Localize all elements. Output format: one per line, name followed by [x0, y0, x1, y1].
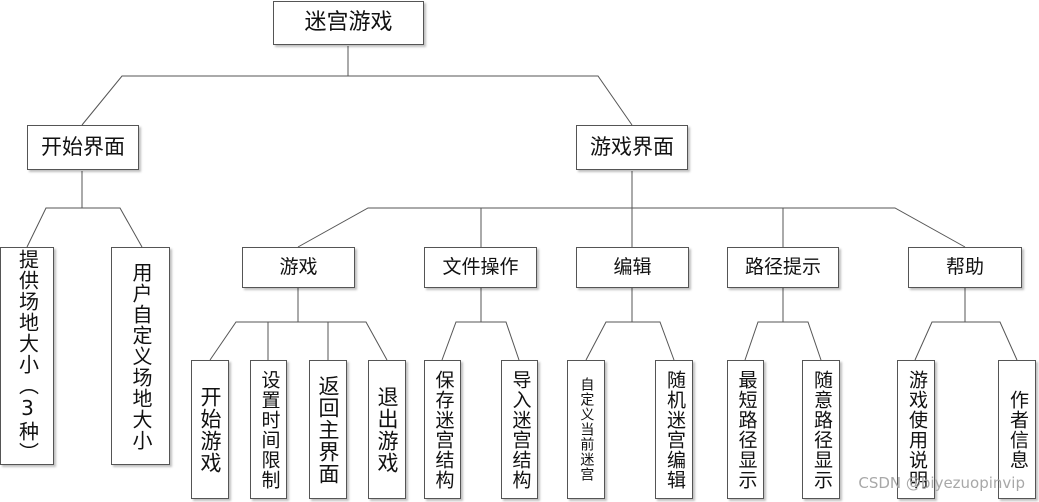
- file-item-save-maze: 保存迷宫结构: [424, 360, 461, 499]
- group-edit-node: 编辑: [576, 247, 689, 288]
- game-screen-node: 游戏界面: [576, 125, 688, 170]
- edit-item-custom-maze: 自定义当前迷宫: [567, 360, 605, 499]
- start-item-custom-size: 用户自定义场地大小: [111, 247, 170, 465]
- start-screen-node: 开始界面: [27, 125, 139, 170]
- edit-item-random-maze: 随机迷宫编辑: [655, 360, 693, 499]
- group-help-node: 帮助: [908, 247, 1022, 288]
- file-item-import-maze: 导入迷宫结构: [501, 360, 538, 499]
- group-file-node: 文件操作: [424, 247, 537, 288]
- help-item-instructions: 游戏使用说明: [897, 360, 935, 499]
- path-item-random: 随意路径显示: [802, 360, 840, 499]
- start-item-preset-size: 提供场地大小（3种）: [0, 247, 54, 465]
- game-item-exit: 退出游戏: [368, 360, 406, 499]
- group-game-node: 游戏: [242, 247, 355, 288]
- help-item-author-info: 作者信息: [998, 360, 1036, 499]
- watermark: CSDN @biyezuopinvip: [858, 474, 1025, 492]
- game-item-back-main: 返回主界面: [309, 360, 347, 499]
- root-node: 迷宫游戏: [273, 1, 424, 45]
- game-item-time-limit: 设置时间限制: [250, 360, 287, 499]
- path-item-shortest: 最短路径显示: [727, 360, 764, 499]
- game-item-start: 开始游戏: [191, 360, 229, 499]
- group-path-hint-node: 路径提示: [727, 247, 839, 288]
